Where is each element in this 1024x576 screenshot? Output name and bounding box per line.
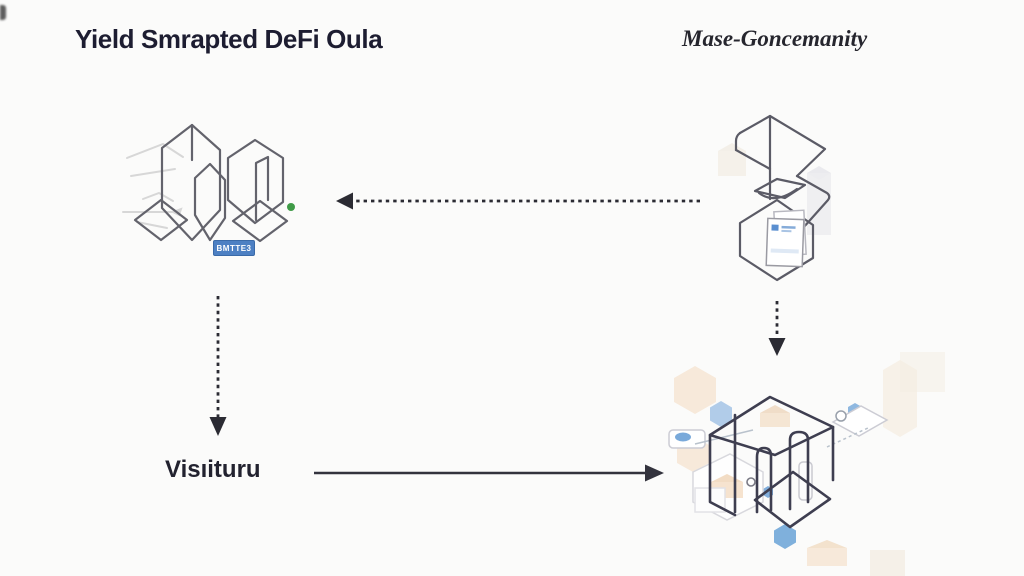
tray-curve — [757, 187, 799, 200]
small-circle-detail — [746, 477, 756, 487]
platform-cube-icon — [668, 352, 945, 576]
hexagon-cluster-icon — [122, 123, 295, 243]
dashed-arrow-left-icon — [336, 192, 700, 210]
roof-wireframe — [738, 114, 827, 178]
roof-left-leg — [734, 131, 742, 152]
inner-arch-left — [755, 446, 773, 514]
diamond-tile-right — [231, 199, 289, 243]
faint-sketch-lines — [122, 142, 184, 229]
process-node-label: Visıituru — [165, 456, 261, 483]
edge-artifact — [0, 5, 6, 20]
solid-arrow-right-icon — [314, 464, 664, 482]
roof-cross-line — [734, 148, 772, 171]
hexagon-prism-right-inner — [254, 155, 270, 222]
page-title-right: Mase-Goncemanity — [682, 26, 868, 51]
lower-rounded-diamond — [753, 470, 832, 529]
tray-parallelogram — [753, 177, 807, 200]
blue-hexagon-accents — [710, 401, 862, 549]
dashed-arrow-down-right-icon — [768, 301, 786, 356]
hexagon-prism-left — [160, 123, 222, 242]
peach-background-cubes — [674, 352, 945, 576]
main-cube-left-edge — [708, 433, 737, 517]
page-title-left: Yield Smrapted DeFi Oula — [75, 24, 383, 54]
status-badge: BMTTE3 — [213, 240, 255, 256]
hexagon-prism-center — [193, 162, 227, 242]
hexagon-prism-right — [226, 138, 285, 225]
hexagon-prism-base — [738, 198, 815, 282]
faint-connectors — [694, 426, 871, 448]
diamond-tile-left — [133, 198, 189, 242]
green-dot-icon — [287, 203, 295, 211]
dashed-arrow-down-left-icon — [209, 296, 227, 436]
right-diamond-face — [795, 174, 831, 230]
main-cube-top-face — [708, 395, 835, 457]
document-card — [765, 217, 805, 268]
inner-arch-right — [788, 430, 810, 511]
document-cube-icon — [718, 114, 831, 282]
